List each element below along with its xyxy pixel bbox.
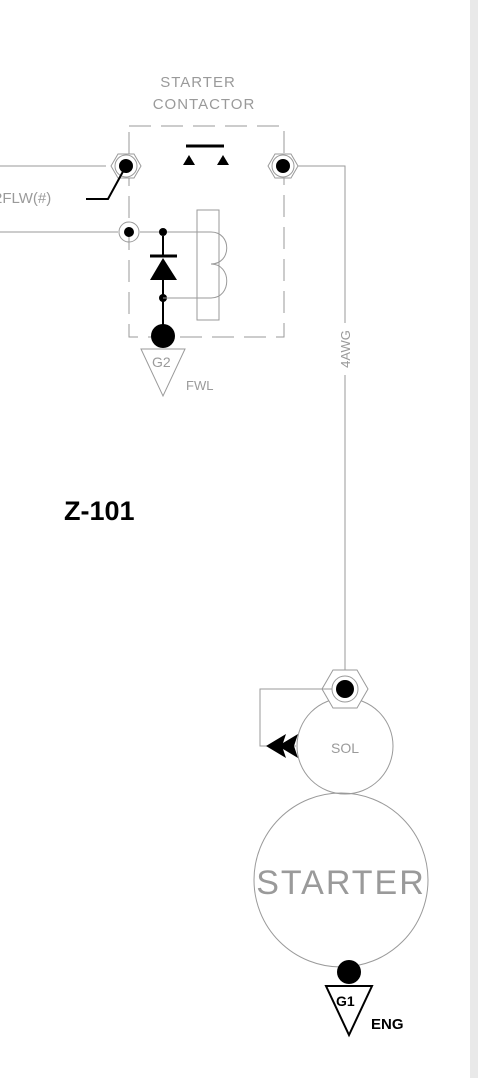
connector-arrow-icon [266, 734, 298, 758]
starter-label: STARTER [256, 864, 426, 902]
main-cable-4awg [298, 165, 346, 678]
contactor-terminal-left[interactable] [0, 153, 142, 179]
ground-g1 [324, 960, 374, 1038]
contactor-terminal-right[interactable] [267, 153, 299, 179]
wire-gauge-label-bg [338, 323, 352, 375]
contactor-title-line2: CONTACTOR [153, 96, 256, 113]
solenoid-terminal[interactable] [321, 669, 369, 709]
main-contact-symbol [183, 144, 229, 165]
suppression-diode [150, 228, 177, 333]
coil-terminal[interactable] [0, 221, 140, 243]
wire-label-flw: 2FLW(#) [0, 190, 51, 207]
wire-label-leader [86, 165, 127, 200]
ground-g2-label: G2 [152, 354, 171, 370]
contactor-coil [196, 209, 228, 321]
zone-label: Z-101 [64, 496, 135, 526]
vertical-scrollbar[interactable] [470, 0, 478, 1078]
contactor-title-line1: STARTER [160, 74, 236, 91]
ground-g1-location: ENG [371, 1016, 404, 1033]
wire-gauge-label: 4AWG [338, 330, 353, 368]
ground-g2 [140, 324, 186, 398]
solenoid-label: SOL [331, 740, 359, 756]
ground-g2-location: FWL [186, 378, 213, 393]
ground-g1-label: G1 [336, 993, 355, 1009]
